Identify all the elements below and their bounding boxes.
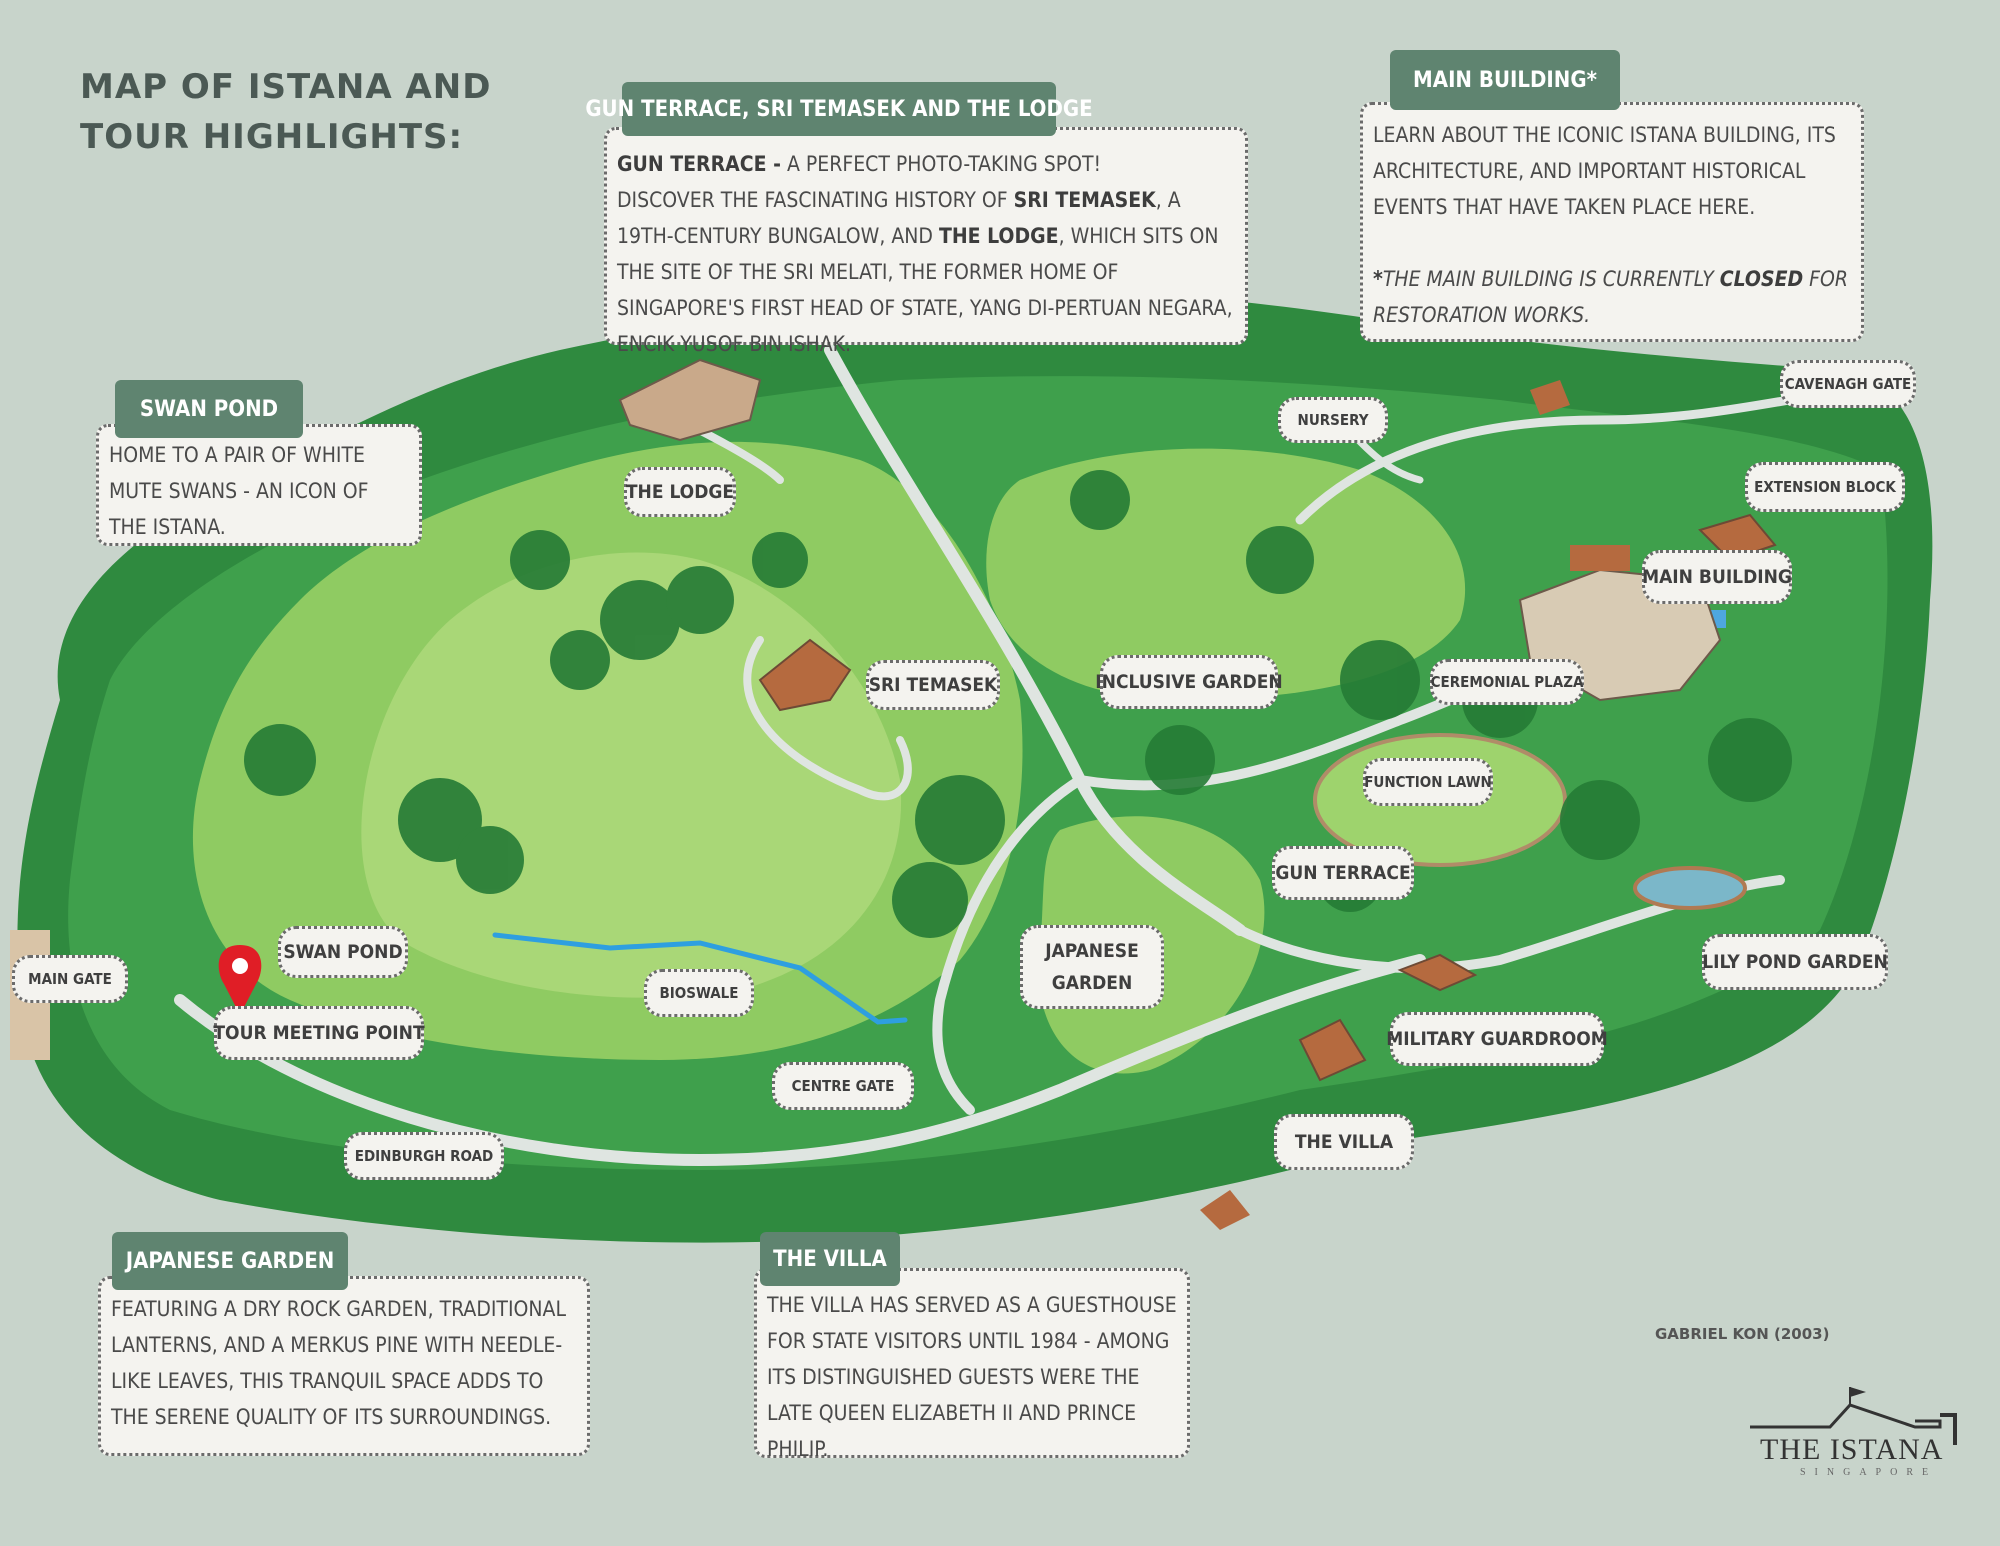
gun-terrace-lead-text: A PERFECT PHOTO-TAKING SPOT!: [780, 152, 1102, 176]
gun-terrace-lead-bold: GUN TERRACE -: [617, 152, 781, 176]
label-sri-temasek: SRI TEMASEK: [866, 660, 1000, 710]
label-centre-gate: CENTRE GATE: [772, 1062, 914, 1110]
label-swan-pond: SWAN POND: [278, 926, 408, 978]
swan-pond-info-box: HOME TO A PAIR OF WHITE MUTE SWANS - AN …: [96, 424, 422, 546]
gun-terrace-text-3: , WHICH SITS ON THE SITE OF THE SRI MELA…: [617, 224, 1233, 356]
main-building-heading: MAIN BUILDING*: [1390, 50, 1620, 110]
label-function-lawn: FUNCTION LAWN: [1363, 758, 1493, 806]
japanese-garden-heading: JAPANESE GARDEN: [112, 1232, 348, 1290]
main-building-info-box: LEARN ABOUT THE ICONIC ISTANA BUILDING, …: [1360, 102, 1864, 342]
istana-roof-icon: [1750, 1387, 1957, 1445]
main-building-note-text: THE MAIN BUILDING IS CURRENTLY: [1382, 267, 1720, 291]
label-main-building: MAIN BUILDING: [1642, 550, 1792, 604]
label-bioswale: BIOSWALE: [644, 969, 754, 1017]
label-edinburgh-road: EDINBURGH ROAD: [344, 1132, 504, 1180]
label-japanese-garden-line-1: JAPANESE: [1045, 940, 1139, 962]
istana-logo: THE ISTANA SINGAPORE: [1740, 1375, 1960, 1485]
the-villa-heading: THE VILLA: [760, 1232, 900, 1286]
gun-terrace-info-box: GUN TERRACE - A PERFECT PHOTO-TAKING SPO…: [604, 127, 1248, 356]
label-tour-meeting-point: TOUR MEETING POINT: [213, 1006, 425, 1060]
gun-terrace-text-2: , A 19TH-CENTURY BUNGALOW, AND: [617, 188, 1181, 248]
label-the-villa: THE VILLA: [1274, 1114, 1414, 1170]
logo-sub: SINGAPORE: [1800, 1467, 1938, 1478]
gun-terrace-heading: GUN TERRACE, SRI TEMASEK AND THE LODGE: [585, 82, 1093, 136]
label-nursery: NURSERY: [1278, 397, 1388, 443]
label-main-gate: MAIN GATE: [12, 955, 128, 1003]
label-cavenagh-gate: CAVENAGH GATE: [1780, 360, 1916, 408]
bioswale-line: [492, 932, 908, 1025]
gun-terrace-bold-2: THE LODGE: [938, 224, 1059, 248]
label-extension-block: EXTENSION BLOCK: [1745, 462, 1905, 512]
main-building-note-end: FOR RESTORATION WORKS.: [1373, 267, 1849, 327]
page-title: MAP OF ISTANA AND TOUR HIGHLIGHTS:: [80, 67, 492, 157]
logo-name: THE ISTANA: [1760, 1433, 1944, 1466]
label-lily-pond-garden: LILY POND GARDEN: [1702, 934, 1888, 990]
label-ceremonial-plaza: CEREMONIAL PLAZA: [1430, 659, 1584, 705]
swan-pond-heading: SWAN POND: [115, 380, 303, 438]
label-military-guardroom: MILITARY GUARDROOM: [1386, 1012, 1608, 1066]
artist-credit: GABRIEL KON (2003): [1655, 1325, 1830, 1343]
paths: [174, 344, 1855, 1167]
japanese-garden-info-box: FEATURING A DRY ROCK GARDEN, TRADITIONAL…: [98, 1276, 590, 1456]
gun-terrace-bold-1: SRI TEMASEK: [1013, 188, 1156, 212]
label-japanese-garden-line-2: GARDEN: [1051, 972, 1133, 994]
swan-pond-body: HOME TO A PAIR OF WHITE MUTE SWANS - AN …: [109, 443, 369, 539]
the-villa-info-box: THE VILLA HAS SERVED AS A GUESTHOUSE FOR…: [754, 1268, 1190, 1461]
japanese-garden-body: FEATURING A DRY ROCK GARDEN, TRADITIONAL…: [111, 1297, 566, 1429]
lily-pond-water: [1633, 866, 1747, 910]
label-the-lodge: THE LODGE: [624, 467, 736, 517]
label-inclusive-garden: INCLUSIVE GARDEN: [1095, 655, 1283, 709]
label-gun-terrace: GUN TERRACE: [1272, 846, 1414, 900]
main-building-note-star: *: [1373, 267, 1383, 291]
the-villa-body: THE VILLA HAS SERVED AS A GUESTHOUSE FOR…: [767, 1293, 1177, 1461]
gun-terrace-text-1: DISCOVER THE FASCINATING HISTORY OF: [617, 188, 1014, 212]
main-building-note-bold: CLOSED: [1719, 267, 1804, 291]
main-building-body: LEARN ABOUT THE ICONIC ISTANA BUILDING, …: [1373, 123, 1836, 219]
label-japanese-garden: JAPANESE GARDEN: [1020, 925, 1164, 1009]
tour-meeting-point-pin-icon: [218, 945, 262, 1015]
